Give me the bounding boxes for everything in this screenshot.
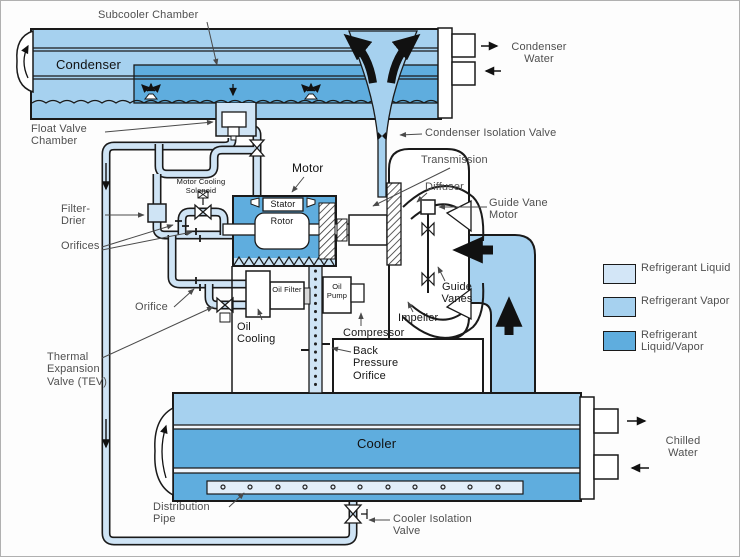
discharge-flow-arrow-left-icon <box>343 33 377 84</box>
chilled-water-label: Chilled Water <box>665 435 701 460</box>
gear-block <box>348 214 388 246</box>
motor-cooling-solenoid-valve-icon <box>194 190 212 221</box>
compressor-assembly <box>222 148 485 394</box>
distribution-pipe-label: Distribution Pipe <box>153 501 210 526</box>
cooler-water-box <box>579 396 595 500</box>
label-leaders <box>101 21 487 523</box>
legend-swatch-refrigerant-liquid <box>603 264 636 284</box>
orifice-symbols <box>175 220 201 291</box>
condenser-water-box <box>437 27 453 119</box>
discharge-plume <box>348 30 418 198</box>
motor-cooling-solenoid-label: Motor Cooling Solenoid <box>176 177 226 195</box>
water-turn-arrow-icon <box>160 424 168 479</box>
water-turn-arrow-icon <box>21 44 29 79</box>
oil-filter-label: Oil Filter <box>272 285 302 294</box>
valve-symbols <box>194 139 368 524</box>
stator-symbol <box>262 197 304 212</box>
float-valve-chamber-symbol <box>221 111 247 128</box>
cooler-vessel <box>154 392 649 502</box>
float-valve-chamber-label: Float Valve Chamber <box>31 123 87 148</box>
filter-drier-symbol <box>147 203 167 223</box>
diffuser-and-impeller <box>402 185 485 339</box>
impeller-label: Impeller <box>398 312 439 324</box>
oil-cooling-label: Oil Cooling <box>237 321 276 346</box>
thermal-expansion-valve-label: Thermal Expansion Valve (TEV) <box>47 351 108 388</box>
transmission-plate <box>386 182 402 266</box>
condenser-end-cap <box>16 29 34 94</box>
discharge-flow-arrow-right-icon <box>387 33 421 84</box>
subcooler-chamber-label: Subcooler Chamber <box>98 9 199 21</box>
guide-vanes-label: Guide Vanes <box>441 281 473 306</box>
filter-drier-label: Filter-Drier <box>61 203 91 228</box>
condenser-tubes <box>32 47 440 80</box>
cooler-isolation-valve-label: Cooler Isolation Valve <box>393 513 472 538</box>
back-pressure-orifice-label: Back Pressure Orifice <box>353 345 399 382</box>
rotor-label: Rotor <box>270 216 294 226</box>
back-pressure-orifice-symbol <box>301 343 330 351</box>
float-line-valve-icon <box>248 139 266 157</box>
legend-swatch-refrigerant-vapor <box>603 297 636 317</box>
legend-label-refrigerant-liquid-vapor: Refrigerant Liquid/Vapor <box>641 329 704 354</box>
legend-label-refrigerant-vapor: Refrigerant Vapor <box>641 295 730 307</box>
condenser-isolation-valve-label: Condenser Isolation Valve <box>425 127 557 139</box>
orifice-label: Orifice <box>135 301 168 313</box>
condenser-label: Condenser <box>56 57 121 72</box>
impeller-cone-bottom <box>445 287 472 321</box>
rotor-symbol <box>254 212 310 250</box>
compressor-label: Compressor <box>343 327 405 339</box>
condenser-isolation-valve-icon <box>378 132 386 140</box>
spray-nozzle-icons <box>141 84 321 100</box>
oil-pump-label: Oil Pump <box>326 282 348 300</box>
orifices-label: Orifices <box>61 240 100 252</box>
bell-housing <box>318 202 336 260</box>
guide-vane-motor-symbol <box>420 199 436 215</box>
legend-swatch-refrigerant-liquid-vapor <box>603 331 636 351</box>
compressor-base <box>332 338 484 394</box>
liquid-level-line <box>31 99 439 104</box>
transmission-label: Transmission <box>421 154 488 166</box>
thermal-expansion-valve-icon <box>216 296 234 323</box>
cooler-end-cap <box>154 406 174 497</box>
motor-label: Motor <box>292 161 324 175</box>
stator-label: Stator <box>270 199 296 209</box>
motor-shaft <box>222 223 258 236</box>
distribution-pipe-symbol <box>206 480 524 495</box>
condenser-vessel <box>16 27 501 198</box>
diffuser-label: Diffuser <box>425 181 464 193</box>
legend-label-refrigerant-liquid: Refrigerant Liquid <box>641 262 731 274</box>
condenser-water-label: Condenser Water <box>511 41 567 66</box>
cooler-isolation-valve-icon <box>343 504 368 524</box>
distribution-holes <box>220 484 501 490</box>
cooler-label: Cooler <box>357 436 397 451</box>
guide-vane-motor-label: Guide Vane Motor <box>489 197 548 222</box>
